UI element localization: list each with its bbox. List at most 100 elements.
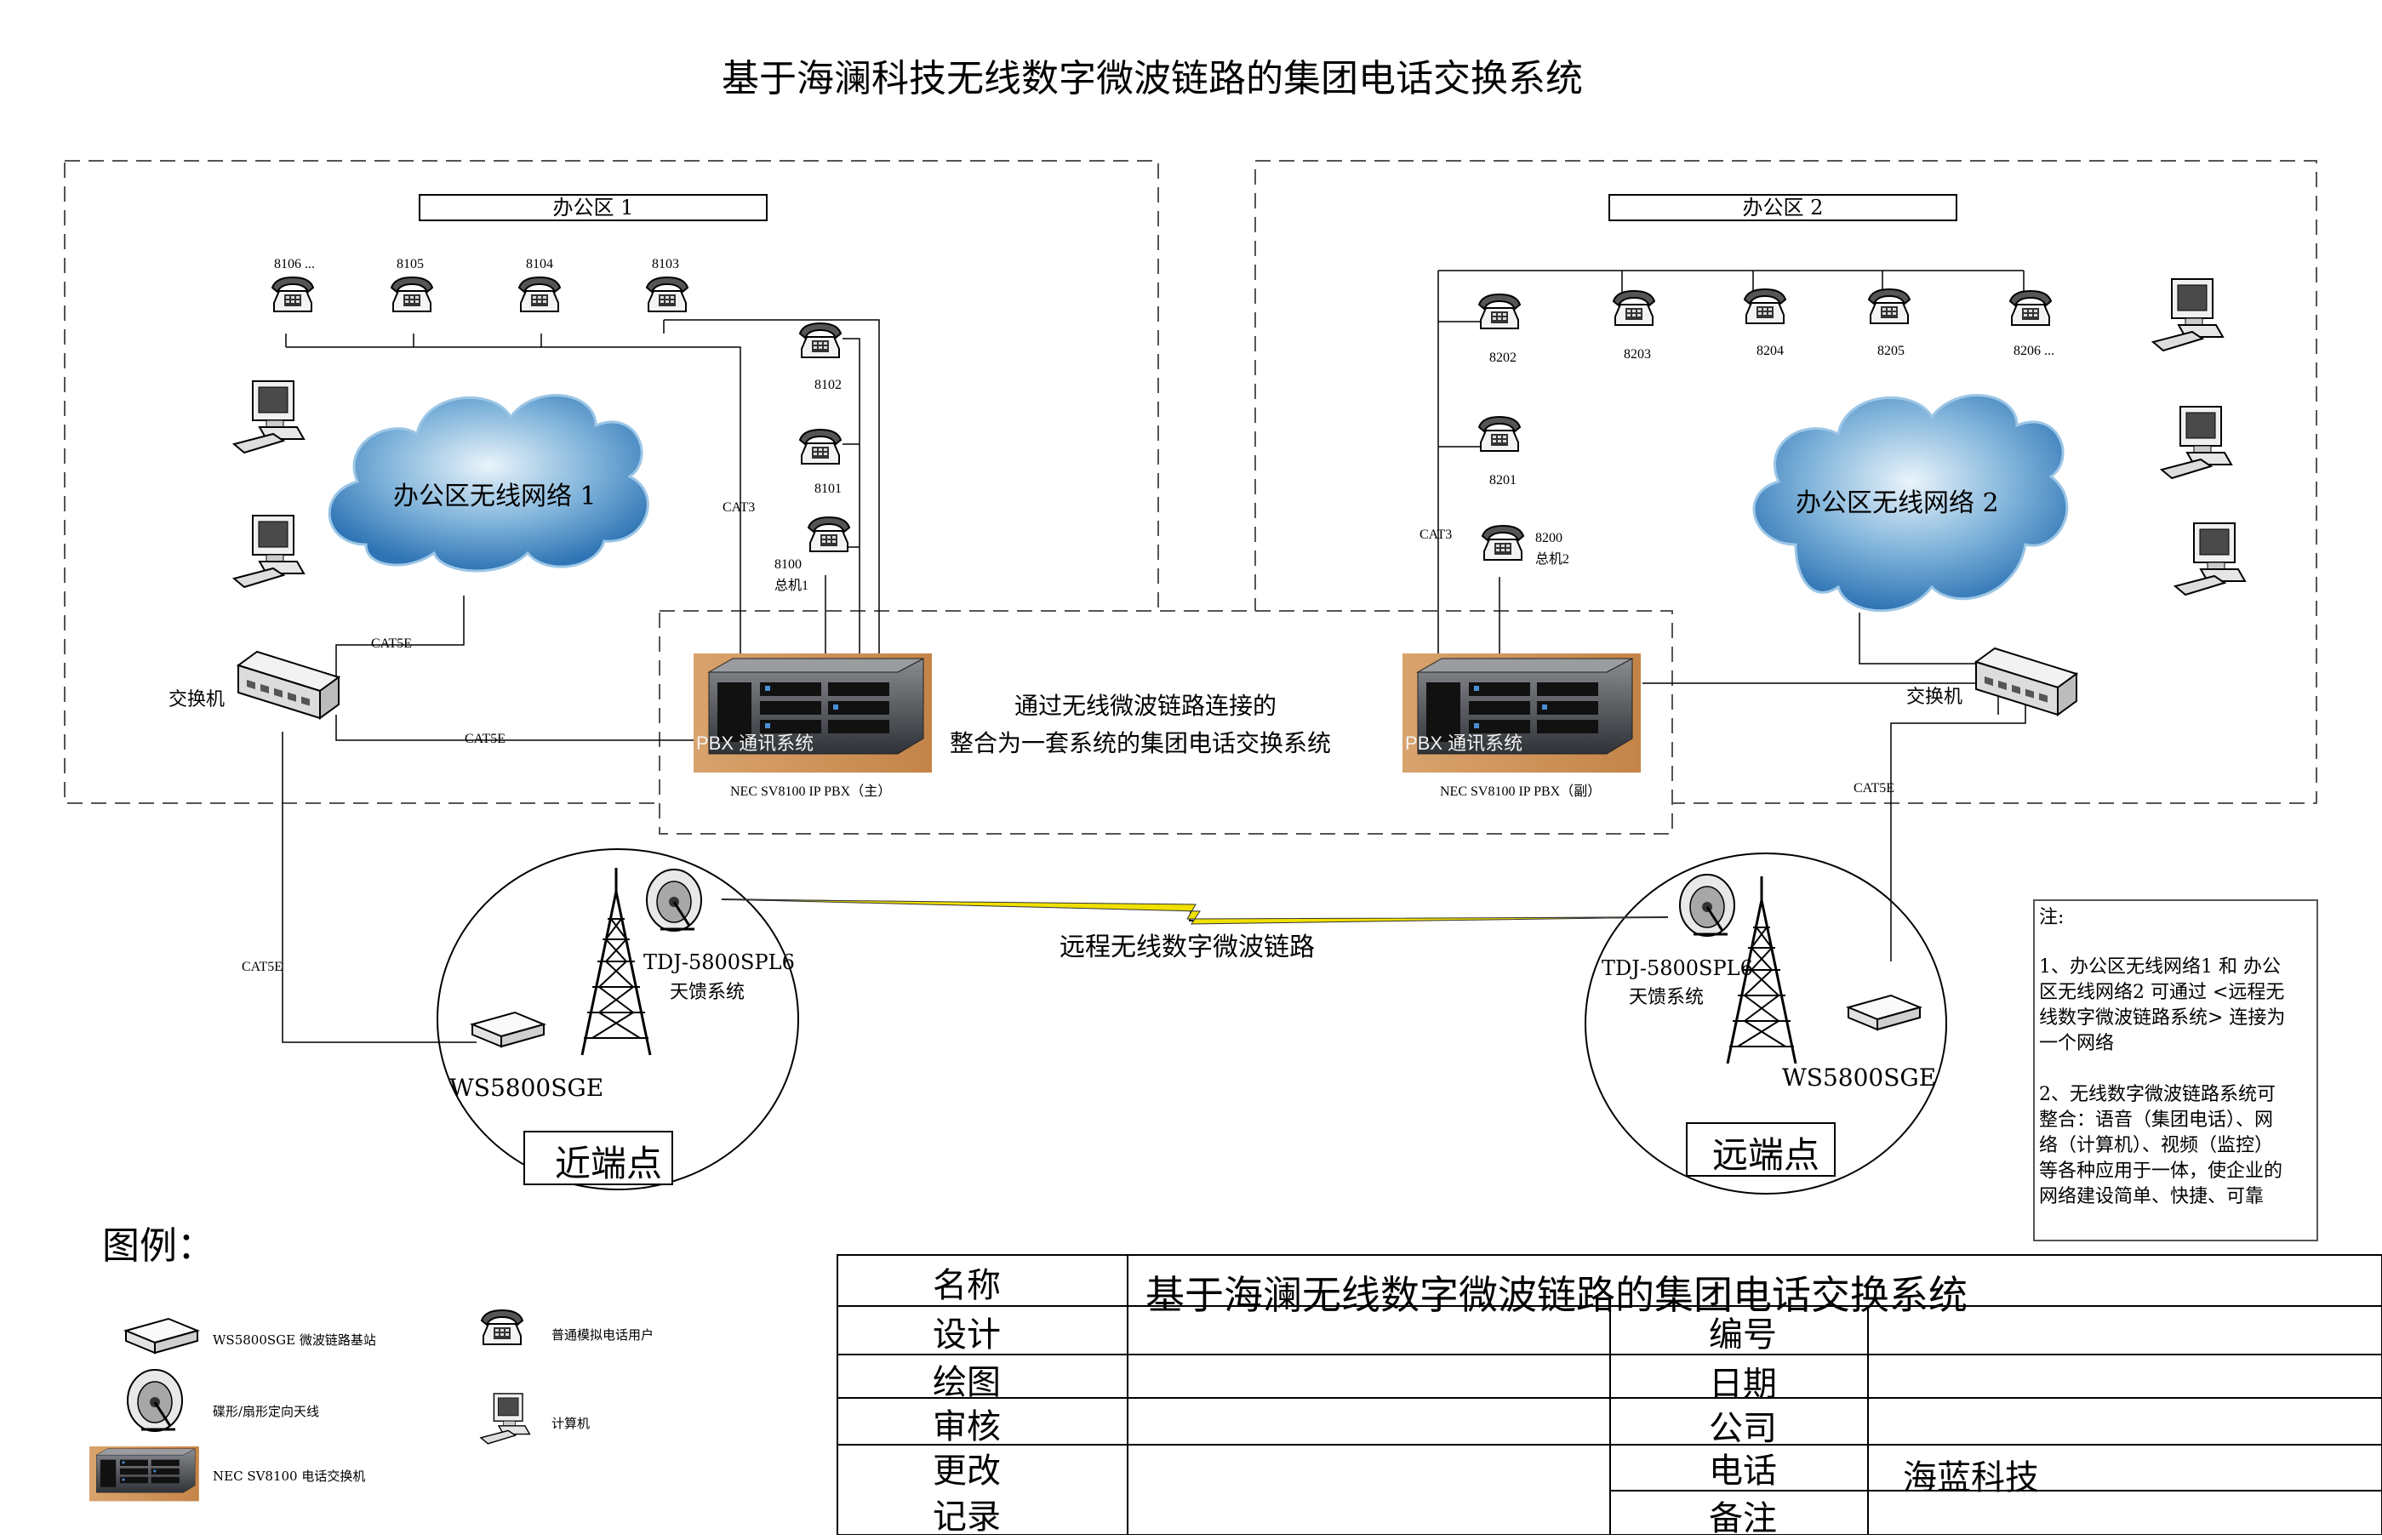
cloud-zone1 <box>328 394 649 573</box>
phone-label-8102: 8102 <box>814 378 842 392</box>
legend-phone-label: 普通模拟电话用户 <box>551 1327 654 1343</box>
switch-zone1-label: 交换机 <box>169 689 226 710</box>
dish-near-icon <box>645 868 703 933</box>
phone-8200-icon <box>1482 525 1524 561</box>
notes-box <box>2033 899 2318 1241</box>
cat3-label-zone1: CAT3 <box>723 500 756 515</box>
computer-zone2-b-icon <box>2161 406 2232 479</box>
near-end-circle <box>437 848 799 1190</box>
main-line-2-label: 总机2 <box>1535 552 1570 567</box>
pbx-main-label: NEC SV8100 IP PBX（主） <box>730 784 892 799</box>
phone-label-8202: 8202 <box>1489 351 1517 365</box>
pbx-main-screen-text: PBX 通讯系统 <box>696 733 814 754</box>
phone-8106-icon <box>271 277 314 312</box>
pbx-sub-label: NEC SV8100 IP PBX（副） <box>1440 784 1602 799</box>
pbx-sub-screen-text: PBX 通讯系统 <box>1405 733 1523 754</box>
cloud1-label: 办公区无线网络 1 <box>393 482 597 511</box>
base-station-far-label: WS5800SGE <box>1782 1064 1937 1092</box>
tb-number-label: 编号 <box>1709 1315 1777 1355</box>
zone2-boundary <box>1254 160 2317 804</box>
notes-line: 一个网络 <box>2039 1033 2115 1054</box>
phone-label-8104: 8104 <box>526 257 553 271</box>
computer-zone1-a-icon <box>233 380 305 453</box>
phone-label-8100: 8100 <box>774 557 802 572</box>
zone1-phone-wiring <box>285 319 880 741</box>
notes-body: 1、办公区无线网络1 和 办公区无线网络2 可通过 <远程无线数字微波链路系统>… <box>2039 955 2313 1210</box>
near-end-box <box>523 1131 673 1185</box>
phone-label-8200: 8200 <box>1535 531 1562 545</box>
legend-base-station-icon <box>125 1318 198 1354</box>
zone1-label: 办公区 1 <box>419 194 768 221</box>
tb-drawing-label: 绘图 <box>933 1363 1001 1402</box>
center-text-line1: 通过无线微波链路连接的 <box>1014 692 1277 720</box>
tb-review-label: 审核 <box>933 1407 1001 1446</box>
base-station-far-icon <box>1848 995 1921 1030</box>
phone-8205-icon <box>1868 288 1911 324</box>
antenna-far-system: 天馈系统 <box>1629 987 1705 1008</box>
tb-company-label: 公司 <box>1709 1409 1777 1448</box>
notes-line: 络（计算机）、视频（监控） <box>2039 1135 2274 1156</box>
cloud2-label: 办公区无线网络 2 <box>1796 488 1999 518</box>
phone-8100-icon <box>808 516 850 552</box>
near-end-label: 近端点 <box>555 1143 663 1184</box>
far-end-label: 远端点 <box>1712 1134 1820 1176</box>
phone-label-8204: 8204 <box>1757 344 1784 358</box>
phone-label-8201: 8201 <box>1489 473 1517 488</box>
notes-heading: 注: <box>2039 907 2065 928</box>
base-station-near-label: WS5800SGE <box>449 1074 604 1102</box>
cat5e-label-pbx1: CAT5E <box>465 732 506 746</box>
microwave-link-label: 远程无线数字微波链路 <box>1060 933 1315 962</box>
tb-record-label: 记录 <box>933 1497 1001 1537</box>
tb-change-label: 更改 <box>933 1452 1001 1491</box>
phone-8206-icon <box>2009 290 2052 326</box>
antenna-near-system: 天馈系统 <box>670 982 745 1003</box>
base-station-near-icon <box>471 1012 545 1047</box>
phone-label-8105: 8105 <box>397 257 424 271</box>
legend-antenna-label: 碟形/扇形定向天线 <box>213 1404 320 1419</box>
phone-8103-icon <box>646 277 688 312</box>
legend-computer-label: 计算机 <box>551 1416 591 1431</box>
phone-8105-icon <box>391 277 433 312</box>
cat5e-label-cloud1: CAT5E <box>371 636 412 651</box>
tower-near-icon <box>580 866 652 1057</box>
switch-zone2-label: 交换机 <box>1906 687 1963 708</box>
center-text-line2: 整合为一套系统的集团电话交换系统 <box>950 729 1332 757</box>
zone2-label: 办公区 2 <box>1608 194 1957 221</box>
computer-zone1-b-icon <box>233 515 305 588</box>
legend-pbx-label: NEC SV8100 电话交换机 <box>213 1469 366 1484</box>
tb-date-label: 日期 <box>1709 1365 1777 1404</box>
phone-8104-icon <box>518 277 561 312</box>
tb-remark-label: 备注 <box>1709 1499 1777 1538</box>
phone-label-8205: 8205 <box>1877 344 1905 358</box>
main-line-1-label: 总机1 <box>774 579 809 593</box>
tb-phone-label: 电话 <box>1709 1452 1777 1491</box>
phone-8204-icon <box>1744 288 1786 324</box>
phone-label-8101: 8101 <box>814 482 842 496</box>
tb-name-value: 基于海澜无线数字微波链路的集团电话交换系统 <box>1145 1272 1968 1318</box>
legend-heading: 图例： <box>102 1224 214 1268</box>
antenna-near-model: TDJ-5800SPL6 <box>643 950 795 974</box>
title-block-grid <box>837 1254 2382 1535</box>
phone-label-8203: 8203 <box>1624 347 1651 362</box>
notes-line: 1、办公区无线网络1 和 办公 <box>2039 956 2281 978</box>
antenna-far-model: TDJ-5800SPL6 <box>1602 956 1753 980</box>
cat5e-label-near: CAT5E <box>242 960 283 974</box>
phone-8201-icon <box>1478 416 1521 452</box>
phone-8101-icon <box>799 429 842 465</box>
tb-company-value: 海蓝科技 <box>1903 1458 2039 1497</box>
computer-zone2-a-icon <box>2152 278 2224 351</box>
phone-label-8206: 8206 ... <box>2014 344 2054 358</box>
cat5e-label-far: CAT5E <box>1854 781 1894 796</box>
legend-base-station-label: WS5800SGE 微波链路基站 <box>213 1332 376 1348</box>
notes-line <box>2039 1057 2313 1082</box>
tb-design-label: 设计 <box>933 1315 1001 1355</box>
phone-8202-icon <box>1478 294 1521 329</box>
microwave-link-bolt <box>721 898 1669 925</box>
switch-zone2-icon <box>1975 647 2077 716</box>
diagram-title: 基于海澜科技无线数字微波链路的集团电话交换系统 <box>722 57 1583 100</box>
zone1-boundary <box>64 160 1159 804</box>
legend-phone-icon <box>481 1309 523 1345</box>
notes-line: 线数字微波链路系统> 连接为 <box>2039 1007 2286 1029</box>
